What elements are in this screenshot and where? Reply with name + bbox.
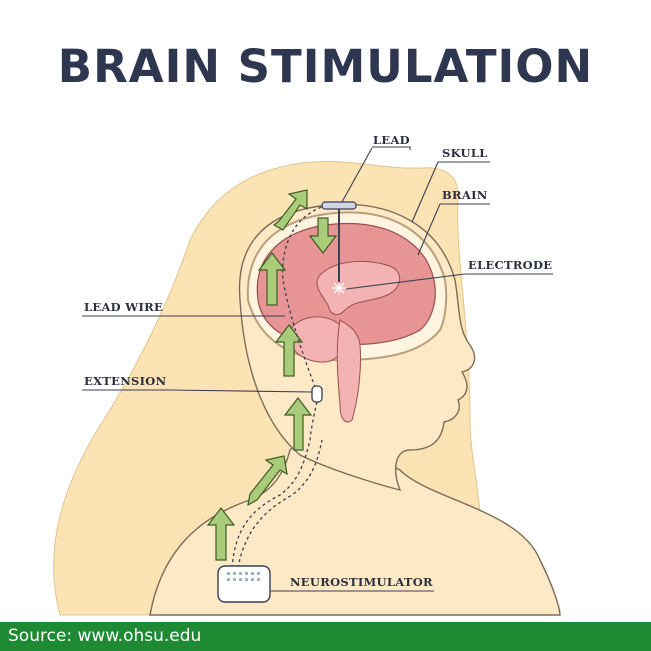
arrow-down-7 xyxy=(308,217,338,254)
lead-wire-dashed xyxy=(231,205,326,569)
brain-stem xyxy=(336,319,361,423)
arrow-up-2 xyxy=(247,455,288,507)
label-electrode: ELECTRODE xyxy=(468,258,552,272)
arrow-up-3 xyxy=(283,397,313,451)
leader-lead xyxy=(372,146,411,150)
arrow-up-6 xyxy=(272,189,308,231)
electrode-spark xyxy=(332,282,346,294)
source-footer: Source: www.ohsu.edu xyxy=(0,622,651,651)
label-skull: SKULL xyxy=(442,146,488,160)
label-lead-wire: LEAD WIRE xyxy=(84,300,163,314)
leader-lines xyxy=(82,146,553,592)
neurostimulator-dots xyxy=(227,572,260,581)
page-title: BRAIN STIMULATION xyxy=(57,40,594,93)
leader-extension xyxy=(82,389,313,393)
signal-arrows xyxy=(206,189,338,561)
arrow-up-4 xyxy=(274,324,304,377)
lead-connector xyxy=(321,201,357,210)
neurostimulator-device xyxy=(217,565,271,603)
arrow-up-5 xyxy=(257,252,287,306)
label-lead: LEAD xyxy=(373,133,410,147)
arrow-up-1 xyxy=(206,507,236,561)
label-brain: BRAIN xyxy=(442,188,488,202)
label-neurostimulator: NEUROSTIMULATOR xyxy=(290,575,433,589)
lead-wire-dashed-2 xyxy=(237,439,323,569)
extension-connector xyxy=(311,385,323,403)
label-extension: EXTENSION xyxy=(84,374,167,388)
